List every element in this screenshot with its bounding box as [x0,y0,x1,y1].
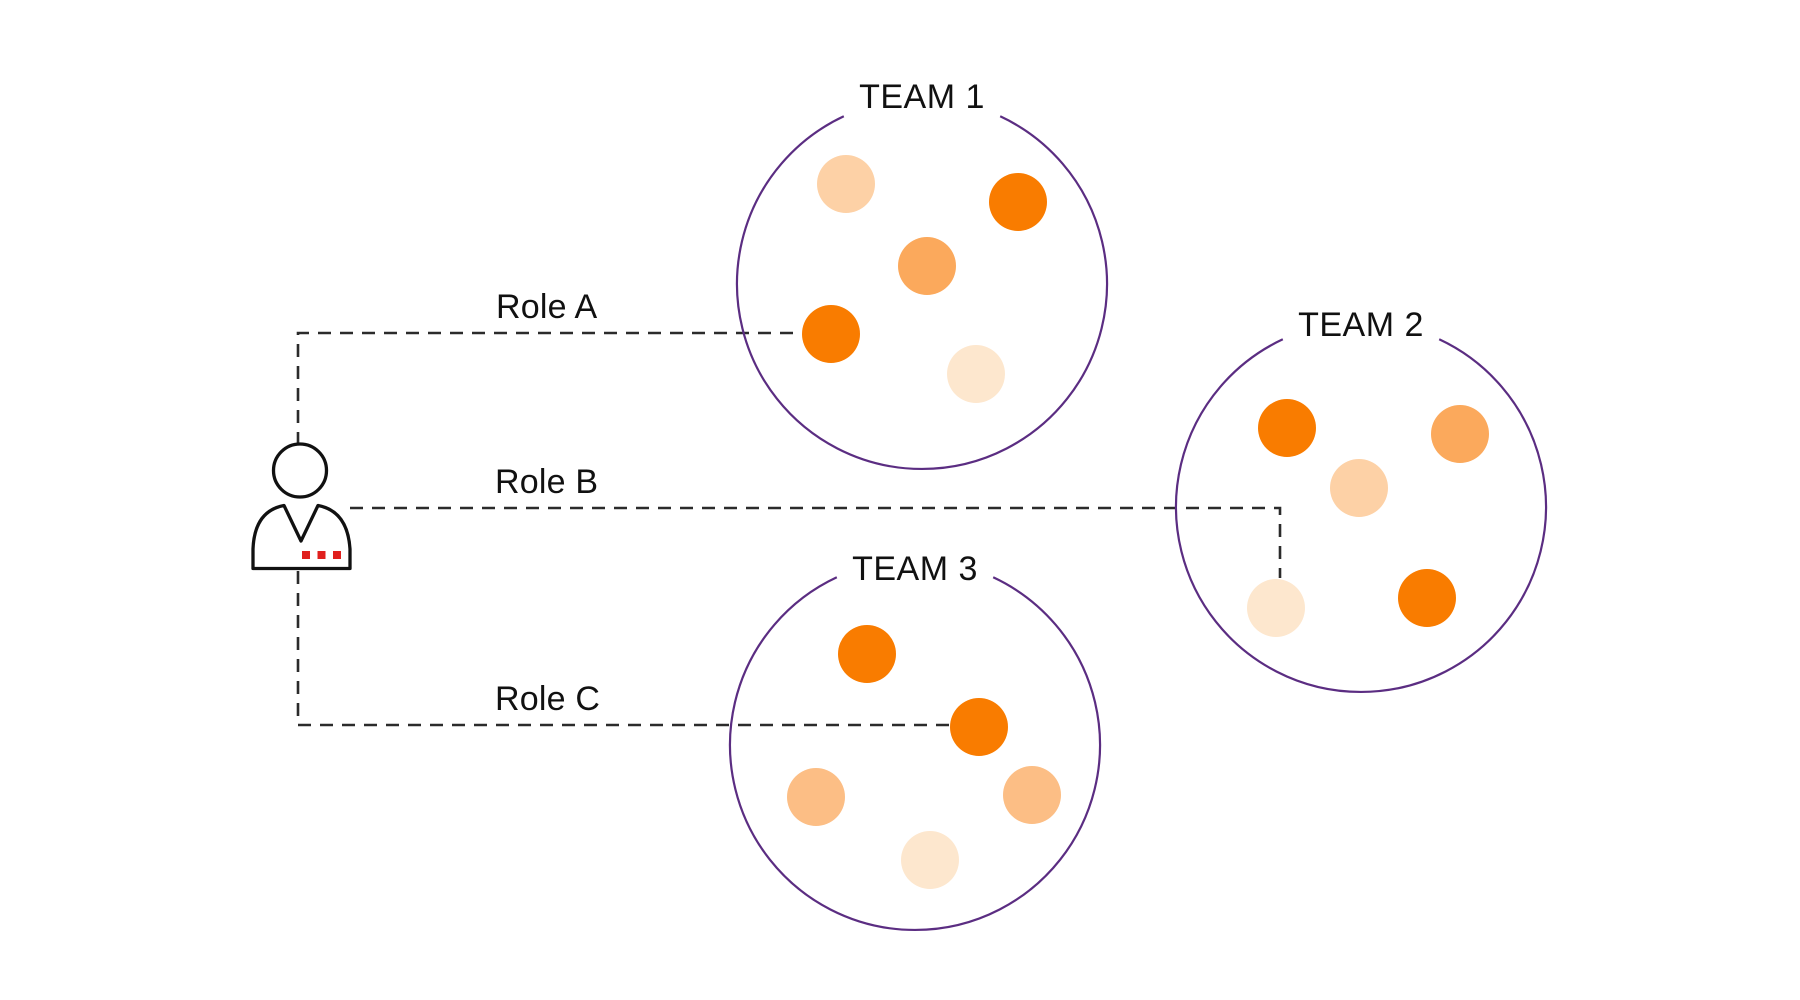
team-2-group: TEAM 2 [1174,306,1548,693]
badge-dot [302,551,310,559]
team-2-member-dot [1330,459,1388,517]
team-3-member-dot [838,625,896,683]
team-1-member-dot-role-a-target [802,305,860,363]
person-icon [251,442,352,571]
person-head [271,442,329,499]
role-b-label: Role B [495,463,598,501]
team-2-circle [1174,338,1548,693]
role-a-connector [296,331,801,445]
team-3-member-dot-role-c-target [950,698,1008,756]
team-1-group: TEAM 1 [735,78,1109,470]
role-c-label: Role C [495,680,600,718]
role-c-connector [296,571,949,727]
team-3-group: TEAM 3 [728,550,1102,931]
team-3-circle [728,576,1102,931]
team-1-label: TEAM 1 [859,78,985,116]
badge-dot [333,551,341,559]
team-2-member-dot [1431,405,1489,463]
role-connectors [296,331,1282,727]
person-body [251,503,352,571]
team-1-circle [735,115,1109,470]
team-1-member-dot [989,173,1047,231]
team-1-member-dot [898,237,956,295]
team-2-member-dot-role-b-target [1247,579,1305,637]
team-3-member-dot [1003,766,1061,824]
team-3-member-dot [787,768,845,826]
role-b-connector [350,506,1282,578]
team-2-member-dot [1258,399,1316,457]
team-2-label: TEAM 2 [1298,306,1424,344]
team-1-member-dot [947,345,1005,403]
team-2-member-dot [1398,569,1456,627]
person-badge-dots [302,551,341,559]
role-a-label: Role A [496,288,597,326]
badge-dot [317,551,326,559]
team-1-member-dot [817,155,875,213]
team-3-member-dot [901,831,959,889]
team-3-label: TEAM 3 [852,550,978,588]
